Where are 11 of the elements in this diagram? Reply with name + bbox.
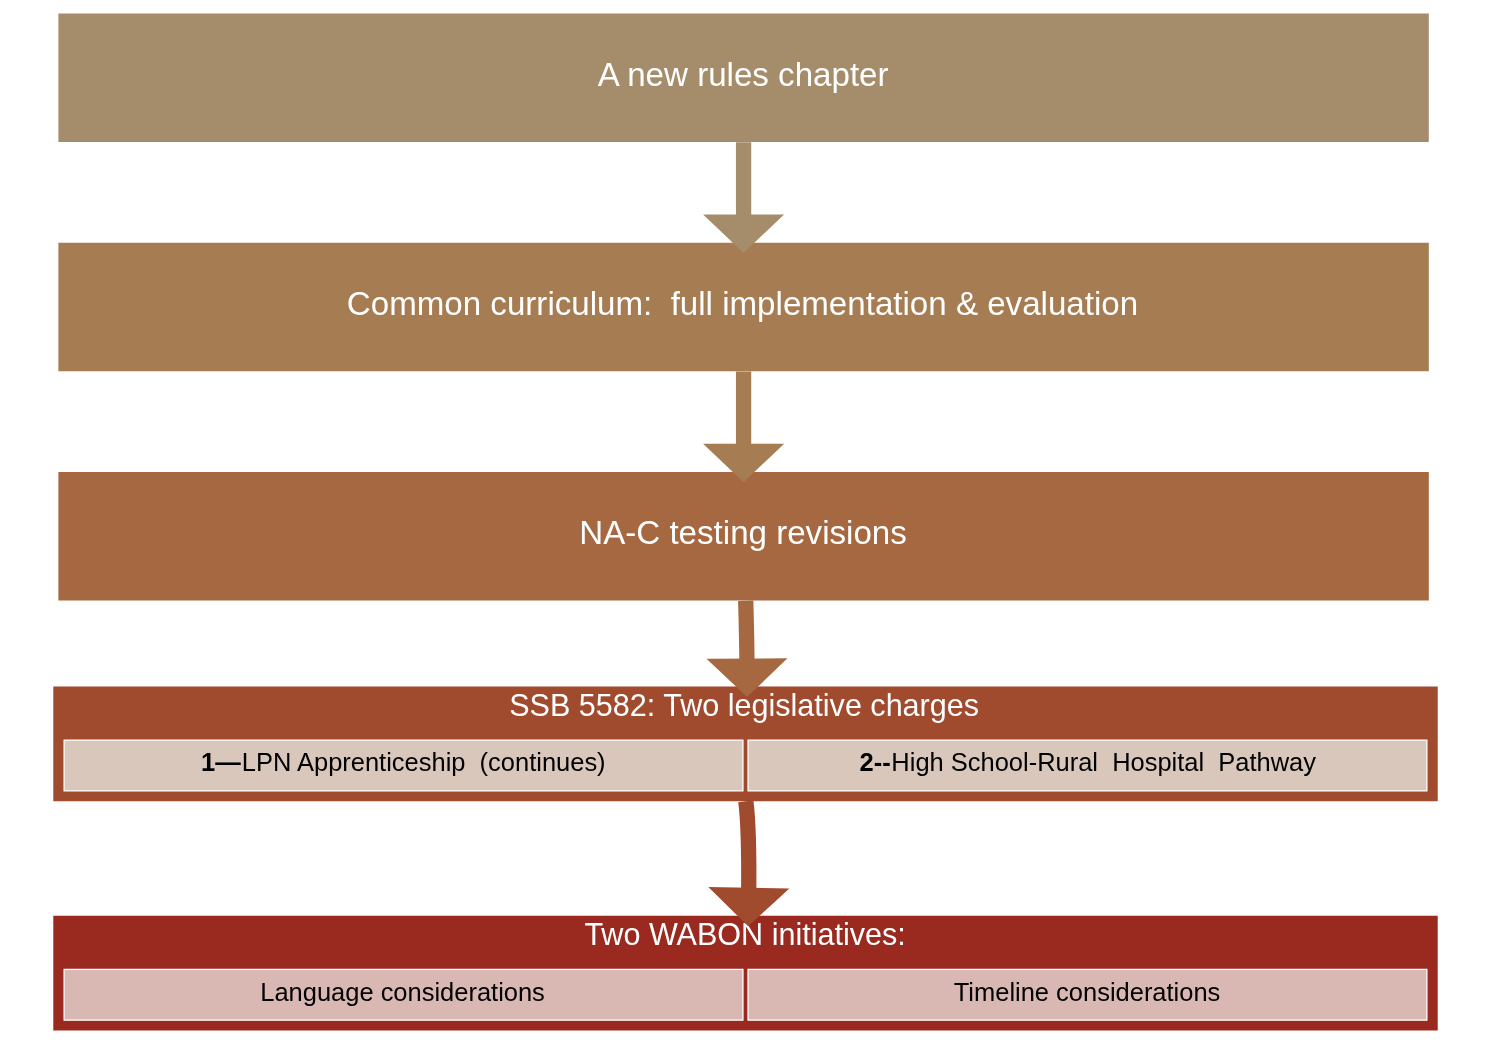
arrow [708,800,790,927]
node-box: NA-C testing revisions [58,471,1429,601]
arrow [706,600,788,698]
arrow [703,371,785,483]
node-box: 1—LPN Apprenticeship (continues) [63,739,744,792]
node-box: Common curriculum: full implementation & evaluation [58,242,1429,372]
node-box: A new rules chapter [58,13,1429,143]
node-box: Timeline considerations [747,968,1428,1021]
node-box: 2--High School-Rural Hospital Pathway [747,739,1428,792]
node-box: Language considerations [63,968,744,1021]
arrow [703,142,785,254]
